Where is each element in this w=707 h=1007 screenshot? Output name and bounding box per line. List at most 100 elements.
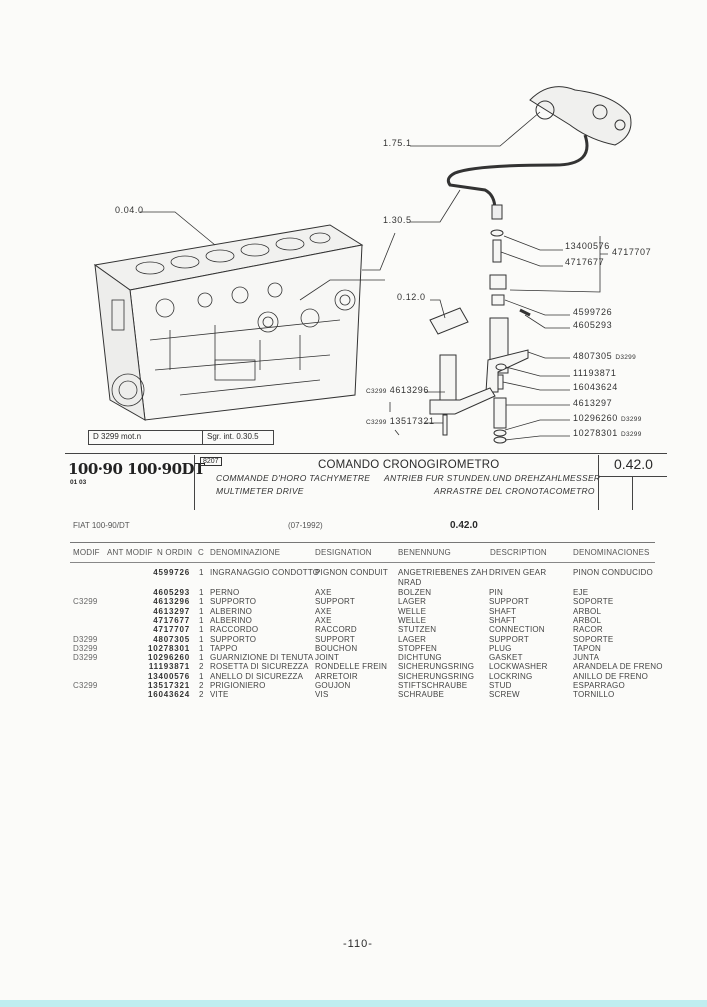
- cell-es: RACOR: [573, 625, 603, 635]
- cell-it: GUARNIZIONE DI TENUTA: [210, 653, 314, 663]
- cell-fr: GOUJON: [315, 681, 351, 690]
- cell-fr: VIS: [315, 690, 329, 700]
- group-reference: 0.42.0: [450, 520, 478, 531]
- cell-fr: BOUCHON: [315, 643, 358, 653]
- code-box: 8207: [200, 457, 222, 466]
- cell-num: 4717677: [153, 615, 190, 625]
- exploded-parts-illustration: [429, 229, 531, 444]
- fiat-model: FIAT 100-90/DT: [73, 521, 130, 530]
- cell-en: PIN: [489, 588, 503, 597]
- cell-qty: 1: [199, 606, 204, 616]
- cell-en: SHAFT: [489, 615, 517, 625]
- cell-fr: SUPPORT: [315, 597, 355, 607]
- cell-fr: PIGNON CONDUIT: [315, 568, 389, 577]
- exploded-parts-diagram: [93, 86, 632, 444]
- page-number: -110-: [343, 938, 373, 950]
- cell-qty: 1: [199, 625, 204, 635]
- cell-en: SCREW: [489, 690, 520, 700]
- callout-4613297: 4613297: [573, 398, 613, 408]
- cell-num: 10278301: [148, 643, 190, 653]
- cell-de-continued: NRAD: [398, 578, 422, 587]
- cell-it: ANELLO DI SICUREZZA: [210, 671, 304, 681]
- cell-it: VITE: [210, 690, 229, 700]
- cell-fr: ARRETOIR: [315, 671, 358, 681]
- part-number: 10296260: [573, 413, 618, 423]
- cell-qty: 1: [199, 597, 204, 607]
- cell-it: TAPPO: [210, 643, 238, 653]
- cell-qty: 2: [199, 681, 204, 690]
- col-ant-modif: ANT MODIF: [107, 548, 153, 557]
- cell-num: 13400576: [148, 671, 190, 681]
- callout-1-75-1: 1.75.1: [383, 138, 412, 148]
- cell-modif: C3299: [73, 681, 98, 690]
- cell-en: SUPPORT: [489, 597, 529, 607]
- col-benennung: BENENNUNG: [398, 548, 451, 557]
- col-n-ordin: N ORDIN: [157, 548, 193, 557]
- scan-edge: [0, 1000, 707, 1007]
- cell-es: ARBOL: [573, 615, 602, 625]
- cell-es: SOPORTE: [573, 634, 614, 644]
- cell-en: SUPPORT: [489, 634, 529, 644]
- cell-de: SCHRAUBE: [398, 690, 445, 700]
- cell-qty: 2: [199, 662, 204, 672]
- part-number: 4613296: [389, 385, 430, 395]
- cell-qty: 1: [199, 634, 204, 644]
- callout-0-12-0: 0.12.0: [397, 292, 426, 302]
- cell-en: STUD: [489, 681, 512, 690]
- cell-num: 4807305: [153, 634, 190, 644]
- part-number: 13517321: [389, 416, 435, 426]
- tachometer-sender-illustration: [446, 86, 632, 220]
- callout-4807305: 4807305 D3299: [573, 351, 636, 361]
- cell-en: DRIVEN GEAR: [489, 568, 547, 577]
- cell-de: LAGER: [398, 597, 427, 607]
- cell-en: GASKET: [489, 653, 523, 663]
- cell-modif: C3299: [73, 597, 98, 607]
- cell-es: JUNTA: [573, 653, 600, 663]
- callout-0-04-0: 0.04.0: [115, 205, 144, 215]
- cell-qty: 1: [199, 615, 204, 625]
- cell-es: ANILLO DE FRENO: [573, 671, 649, 681]
- cell-qty: 1: [199, 653, 204, 663]
- cell-num: 4605293: [153, 588, 190, 597]
- cell-it: RACCORDO: [210, 625, 259, 635]
- callout-11193871: 11193871: [573, 368, 617, 378]
- cell-num: 13517321: [148, 681, 190, 690]
- callout-4599726: 4599726: [573, 307, 613, 317]
- col-modif: MODIF: [73, 548, 100, 557]
- table-header: MODIF ANT MODIF N ORDIN C DENOMINAZIONE …: [0, 548, 707, 558]
- cell-en: LOCKRING: [489, 671, 533, 681]
- diagram-caption-box: D 3299 mot.n Sgr. int. 0.30.5: [88, 430, 274, 445]
- cell-num: 4599726: [153, 568, 190, 577]
- modif-code: D3299: [620, 416, 642, 423]
- cell-qty: 1: [199, 568, 204, 577]
- cell-num: 4613297: [153, 606, 190, 616]
- cell-de: WELLE: [398, 615, 427, 625]
- cell-fr: RACCORD: [315, 625, 357, 635]
- callout-1-30-5: 1.30.5: [383, 215, 412, 225]
- cell-num: 11193871: [148, 662, 190, 672]
- cell-de: STIFTSCHRAUBE: [398, 681, 468, 690]
- edition-date: (07-1992): [288, 521, 323, 530]
- cell-de: BOLZEN: [398, 588, 432, 597]
- cell-en: SHAFT: [489, 606, 517, 616]
- callout-4717707: 4717707: [612, 247, 652, 257]
- modif-code: C3299: [366, 419, 387, 426]
- callout-10278301: 10278301 D3299: [573, 428, 642, 438]
- cell-it: SUPPORTO: [210, 597, 257, 607]
- cell-es: TORNILLO: [573, 690, 615, 700]
- cell-it: ALBERINO: [210, 615, 253, 625]
- col-designation: DESIGNATION: [315, 548, 372, 557]
- cell-fr: AXE: [315, 615, 332, 625]
- cell-fr: AXE: [315, 588, 332, 597]
- col-denominazione: DENOMINAZIONE: [210, 548, 281, 557]
- table-row: 4717677 1 ALBERINO AXE WELLE SHAFT ARBOL: [0, 616, 707, 626]
- cell-es: ARBOL: [573, 606, 602, 616]
